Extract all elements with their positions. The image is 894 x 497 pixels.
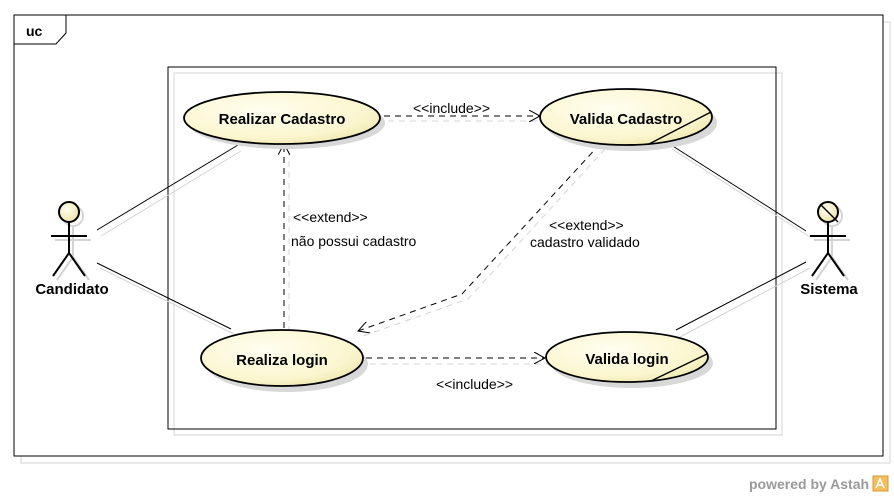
actor-sistema-figure <box>810 222 846 277</box>
extend-valida-cadastro-to-login[interactable]: <<extend>> cadastro validado <box>358 143 640 337</box>
usecase-valida-cadastro-label: Valida Cadastro <box>570 111 683 128</box>
usecase-valida-cadastro[interactable]: Valida Cadastro <box>539 88 717 151</box>
association-candidato-realiza-login[interactable] <box>96 262 235 335</box>
astah-logo-icon <box>872 475 889 492</box>
powered-by-watermark: powered by Astah <box>749 475 889 492</box>
association-sistema-valida-cadastro[interactable] <box>667 142 811 238</box>
actor-sistema[interactable]: Sistema <box>800 201 858 298</box>
frame-tag-box <box>13 14 67 45</box>
include-login-label: <<include>> <box>436 376 513 392</box>
usecase-realiza-login[interactable]: Realiza login <box>200 329 368 392</box>
include-cadastro-label: <<include>> <box>413 100 490 116</box>
frame-tag-label: uc <box>26 23 43 39</box>
association-sistema-valida-login[interactable] <box>675 261 811 338</box>
actor-candidato-head <box>58 201 80 223</box>
usecase-realiza-login-label: Realiza login <box>236 352 328 369</box>
extend-cadastro-condition: não possui cadastro <box>291 233 417 249</box>
powered-by-label: powered by Astah <box>749 476 869 492</box>
extend-login-condition: cadastro validado <box>530 234 640 250</box>
include-realizar-to-valida-cadastro[interactable]: <<include>> <box>384 100 542 121</box>
usecase-valida-login-label: Valida login <box>585 351 668 368</box>
extend-cadastro-stereotype: <<extend>> <box>293 209 368 225</box>
system-boundary <box>167 66 783 436</box>
actor-candidato[interactable]: Candidato <box>35 201 109 298</box>
usecase-realizar-cadastro-label: Realizar Cadastro <box>219 111 346 128</box>
uc-frame: uc <box>13 14 891 464</box>
actor-candidato-label: Candidato <box>35 281 108 298</box>
usecase-realizar-cadastro[interactable]: Realizar Cadastro <box>183 91 385 149</box>
actor-sistema-label: Sistema <box>800 281 858 298</box>
extend-login-to-realizar-cadastro[interactable]: <<extend>> não possui cadastro <box>284 144 417 332</box>
extend-login-stereotype: <<extend>> <box>549 217 624 233</box>
usecase-valida-login[interactable]: Valida login <box>545 331 713 388</box>
actor-candidato-figure <box>51 222 87 277</box>
association-candidato-realizar-cadastro[interactable] <box>96 144 242 237</box>
include-login-to-valida-login[interactable]: <<include>> <box>366 358 548 392</box>
